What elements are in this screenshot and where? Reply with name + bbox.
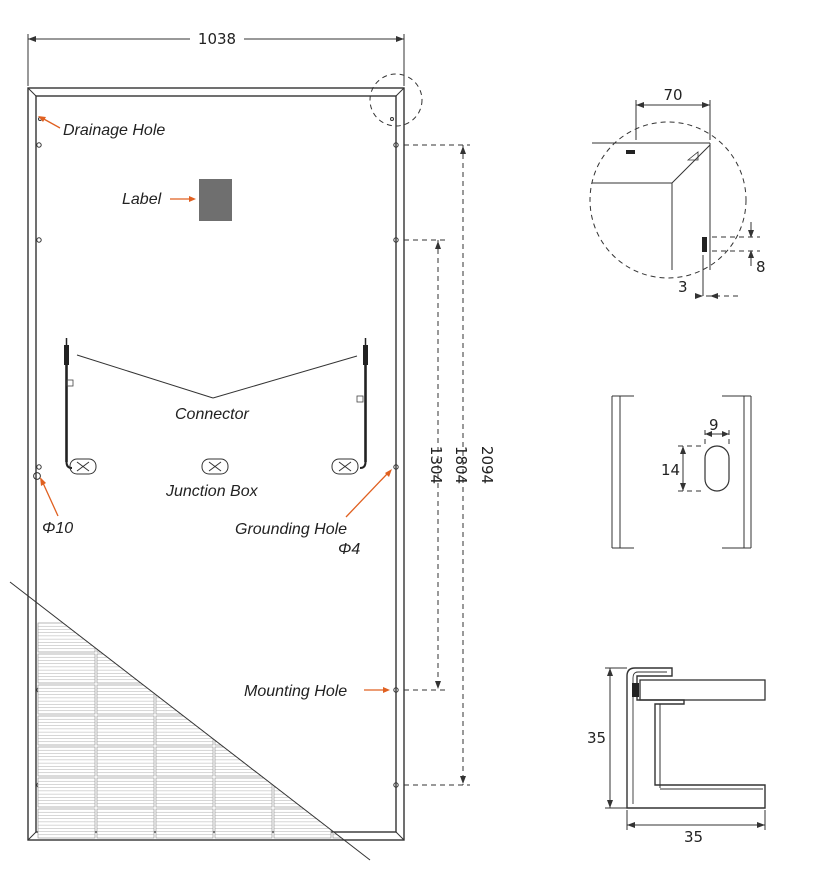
solar-cell [155,684,214,715]
junction-box-left [69,458,97,475]
solar-cell [273,653,332,684]
connector-label: Connector [175,406,249,423]
solar-cell [332,715,370,746]
solar-cell [37,622,96,653]
slot-height-value: 14 [661,461,680,479]
solar-cell [332,808,370,839]
solar-cell [155,808,214,839]
junction-box-center [201,458,229,475]
mounting-hole-callout: Mounting Hole [244,683,390,700]
drainage-hole-label: Drainage Hole [63,122,165,139]
solar-cell [273,622,332,653]
label-text: Label [122,191,162,208]
cutaway-edge [9,581,371,861]
solar-cell [332,746,370,777]
grounding-span-value: 1804 [452,446,470,484]
phi4-label: Φ4 [338,541,360,558]
phi10-callout: Φ10 [40,477,73,537]
frame-profile-detail: 35 35 [587,667,766,846]
solar-cell [37,777,96,808]
mounting-slot [704,445,730,492]
corner-width-value: 70 [663,86,682,104]
solar-cell [37,653,96,684]
solar-cell [214,746,273,777]
frame-holes [33,117,399,788]
solar-cell [96,653,155,684]
width-dimension: 1038 [27,30,405,86]
solar-cell [96,777,155,808]
solar-cell [96,622,155,653]
solar-cell [273,715,332,746]
solar-cell [214,622,273,653]
solar-cell [37,746,96,777]
grounding-hole-label: Grounding Hole [235,521,347,538]
solar-cell [155,715,214,746]
solar-cell [155,777,214,808]
solar-cell [96,808,155,839]
junction-box-right [331,458,359,475]
corner-detail-circle [369,73,423,127]
vertical-dimensions: 1304 1804 2094 [404,144,496,786]
solar-cell [96,746,155,777]
label-sticker [199,179,232,221]
junction-box-label: Junction Box [165,483,259,500]
mounting-hole-label: Mounting Hole [244,683,347,700]
profile-width-value: 35 [684,828,703,846]
solar-cell [37,715,96,746]
corner-thickness-value: 3 [678,278,688,296]
profile-height-value: 35 [587,729,606,747]
connector-left [64,338,74,469]
solar-cell [37,808,96,839]
solar-cell [96,715,155,746]
slot-width-value: 9 [709,416,719,434]
solar-cell [332,622,370,653]
drainage-hole-callout: Drainage Hole [38,116,165,139]
solar-cell [155,746,214,777]
solar-cell [273,746,332,777]
connector-callout: Connector [76,354,358,423]
corner-depth-value: 8 [756,258,766,276]
connector-right [356,338,368,469]
solar-cell [155,622,214,653]
solar-cell [96,684,155,715]
corner-detail: 70 8 3 [589,86,766,299]
length-value: 2094 [478,446,496,484]
solar-cell [37,684,96,715]
solar-cell [214,653,273,684]
mounting-span-value: 1304 [427,446,445,484]
grounding-hole-callout: Grounding Hole Φ4 [235,469,392,558]
solar-cell [214,808,273,839]
solar-cell [332,777,370,808]
solar-cell [155,653,214,684]
mounting-slot-detail: 9 14 [611,395,752,549]
solar-cell [214,715,273,746]
glass-laminate [639,679,766,701]
solar-cell-cutaway [37,622,370,839]
label-callout: Label [122,179,232,221]
solar-cell [332,653,370,684]
width-value: 1038 [198,30,236,48]
solar-cell [214,777,273,808]
phi10-label: Φ10 [42,520,73,537]
